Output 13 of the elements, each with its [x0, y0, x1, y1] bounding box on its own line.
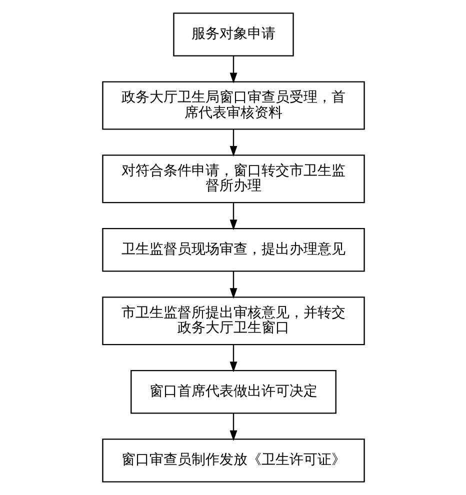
node-box: 窗口首席代表做出许可决定	[130, 370, 336, 414]
arrow	[229, 202, 237, 230]
node-box: 卫生监督员现场审查，提出办理意见	[102, 228, 364, 272]
arrow	[229, 271, 237, 299]
arrow	[229, 56, 237, 84]
node-box: 服务对象申请	[172, 12, 294, 56]
node-box: 政务大厅卫生局窗口审查员受理，首席代表审核资料	[102, 81, 364, 130]
arrow	[229, 413, 237, 441]
node-box: 窗口审查员制作发放《卫生许可证》	[102, 438, 364, 482]
arrow	[229, 130, 237, 157]
arrow	[229, 344, 237, 372]
node-box: 市卫生监督所提出审核意见，并转交政务大厅卫生窗口	[102, 296, 364, 346]
node-box: 对符合条件申请，窗口转交市卫生监督所办理	[102, 154, 364, 204]
